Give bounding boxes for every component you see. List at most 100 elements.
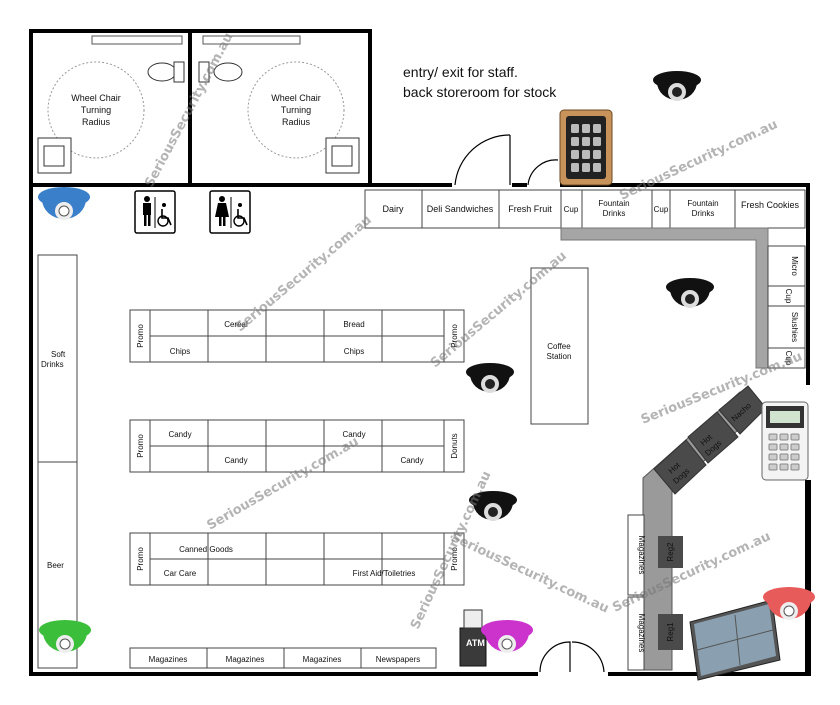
keypad-key <box>593 137 601 146</box>
keypad-key <box>571 137 579 146</box>
aisle1-chips-right: Chips <box>344 347 364 356</box>
aisle2-donuts: Donuts <box>450 433 459 458</box>
atm-label: ATM <box>466 638 485 648</box>
staff-entry-note: entry/ exit for staff. back storeroom fo… <box>403 62 556 102</box>
rack-magazines-1: Magazines <box>149 655 188 664</box>
case-fountain-1b: Drinks <box>603 209 626 218</box>
alarm-key <box>779 463 789 471</box>
keypad-key <box>582 124 590 133</box>
keypad-key <box>593 150 601 159</box>
dome-camera-icon <box>466 363 514 393</box>
coffee-station-label-2: Station <box>547 352 572 361</box>
keypad-key <box>571 150 579 159</box>
staff-entry-note-line-1: entry/ exit for staff. <box>403 64 518 80</box>
coffee-station-label-1: Coffee <box>547 342 571 351</box>
red-camera-icon <box>763 587 815 620</box>
radius-label-right-2: Turning <box>281 105 311 115</box>
alarm-key <box>790 443 800 451</box>
walls <box>29 29 811 676</box>
colored-cameras <box>38 187 815 653</box>
alarm-key <box>790 463 800 471</box>
dome-camera-icon <box>469 491 517 521</box>
aisle-2-shelves <box>129 419 465 473</box>
aisle1-promo-left: Promo <box>136 324 145 348</box>
register-1: Reg1 <box>666 622 675 642</box>
keypad-key <box>582 137 590 146</box>
radius-label-left-3: Radius <box>82 117 111 127</box>
alarm-key <box>768 443 778 451</box>
right-wall-cases <box>767 245 806 369</box>
cooler-beer: Beer <box>47 561 64 570</box>
restroom-right <box>198 35 360 174</box>
aisle2-candy-bl: Candy <box>224 456 247 465</box>
case-slushies: Slushies <box>790 312 799 342</box>
rack-magazines-3: Magazines <box>303 655 342 664</box>
aisle3-first-aid: First Aid/Toiletries <box>353 569 416 578</box>
alarm-panel-keys <box>768 433 800 471</box>
keypad-key <box>593 163 601 172</box>
alarm-key <box>790 433 800 441</box>
aisle2-candy-tl: Candy <box>168 430 191 439</box>
aisle2-promo-left: Promo <box>136 434 145 458</box>
keypad-key <box>571 163 579 172</box>
hot-food-cases <box>653 385 767 495</box>
radius-label-right-3: Radius <box>282 117 311 127</box>
aisle3-promo-left: Promo <box>136 547 145 571</box>
alarm-key <box>768 463 778 471</box>
case-fountain-2b: Drinks <box>692 209 715 218</box>
entry-doors <box>539 641 605 673</box>
alarm-key <box>790 453 800 461</box>
case-fresh-fruit: Fresh Fruit <box>508 204 552 214</box>
aisle3-promo-right: Promo <box>450 547 459 571</box>
radius-label-left-2: Turning <box>81 105 111 115</box>
case-fresh-cookies: Fresh Cookies <box>741 200 800 210</box>
atm-icon <box>459 609 487 667</box>
alarm-key <box>768 433 778 441</box>
womens-restroom-sign-icon <box>209 190 251 234</box>
cooler-soft-drinks-2: Drinks <box>41 360 64 369</box>
case-fountain-2a: Fountain <box>687 199 718 208</box>
case-deli: Deli Sandwiches <box>427 204 494 214</box>
restroom-left <box>37 35 185 174</box>
keypad-key <box>582 150 590 159</box>
aisle2-candy-tr: Candy <box>342 430 365 439</box>
keypad-key <box>582 163 590 172</box>
case-fountain-1a: Fountain <box>598 199 629 208</box>
dome-cameras <box>466 71 714 521</box>
aisle1-promo-right: Promo <box>450 324 459 348</box>
watermark-9: SeriousSecurity.com.au <box>448 530 611 617</box>
green-camera-icon <box>39 620 91 653</box>
alarm-key <box>779 433 789 441</box>
staff-door <box>454 134 559 186</box>
left-wall-cooler <box>37 254 78 669</box>
case-micro: Micro <box>790 256 799 276</box>
counter-magazines-1: Magazines <box>637 536 646 575</box>
counter-magazine-racks <box>627 514 645 671</box>
aisle1-cereal: Cereal <box>224 320 248 329</box>
case-cup-1: Cup <box>564 205 579 214</box>
mens-restroom-sign-icon <box>134 190 176 234</box>
rack-newspapers: Newspapers <box>376 655 420 664</box>
staff-entry-note-line-2: back storeroom for stock <box>403 84 557 100</box>
keypad-key <box>593 124 601 133</box>
magenta-camera-icon <box>481 620 533 653</box>
back-wall-cases <box>364 189 806 229</box>
aisle-1-shelves <box>129 309 465 363</box>
aisle3-car-care: Car Care <box>164 569 197 578</box>
register-2: Reg2 <box>666 542 675 562</box>
case-cup-4: Cup <box>784 351 793 366</box>
beverage-counter <box>560 227 769 369</box>
keypad-keys <box>571 124 601 172</box>
rack-magazines-2: Magazines <box>226 655 265 664</box>
alarm-key <box>768 453 778 461</box>
aisle1-chips-left: Chips <box>170 347 190 356</box>
blue-camera-icon <box>38 187 90 220</box>
aisle3-canned-goods: Canned Goods <box>179 545 233 554</box>
radius-label-left-1: Wheel Chair <box>71 93 121 103</box>
radius-label-right-1: Wheel Chair <box>271 93 321 103</box>
front-racks <box>129 647 437 669</box>
cctv-monitor-icon <box>689 599 781 681</box>
aisle1-bread: Bread <box>343 320 364 329</box>
counter-magazines-2: Magazines <box>637 614 646 653</box>
